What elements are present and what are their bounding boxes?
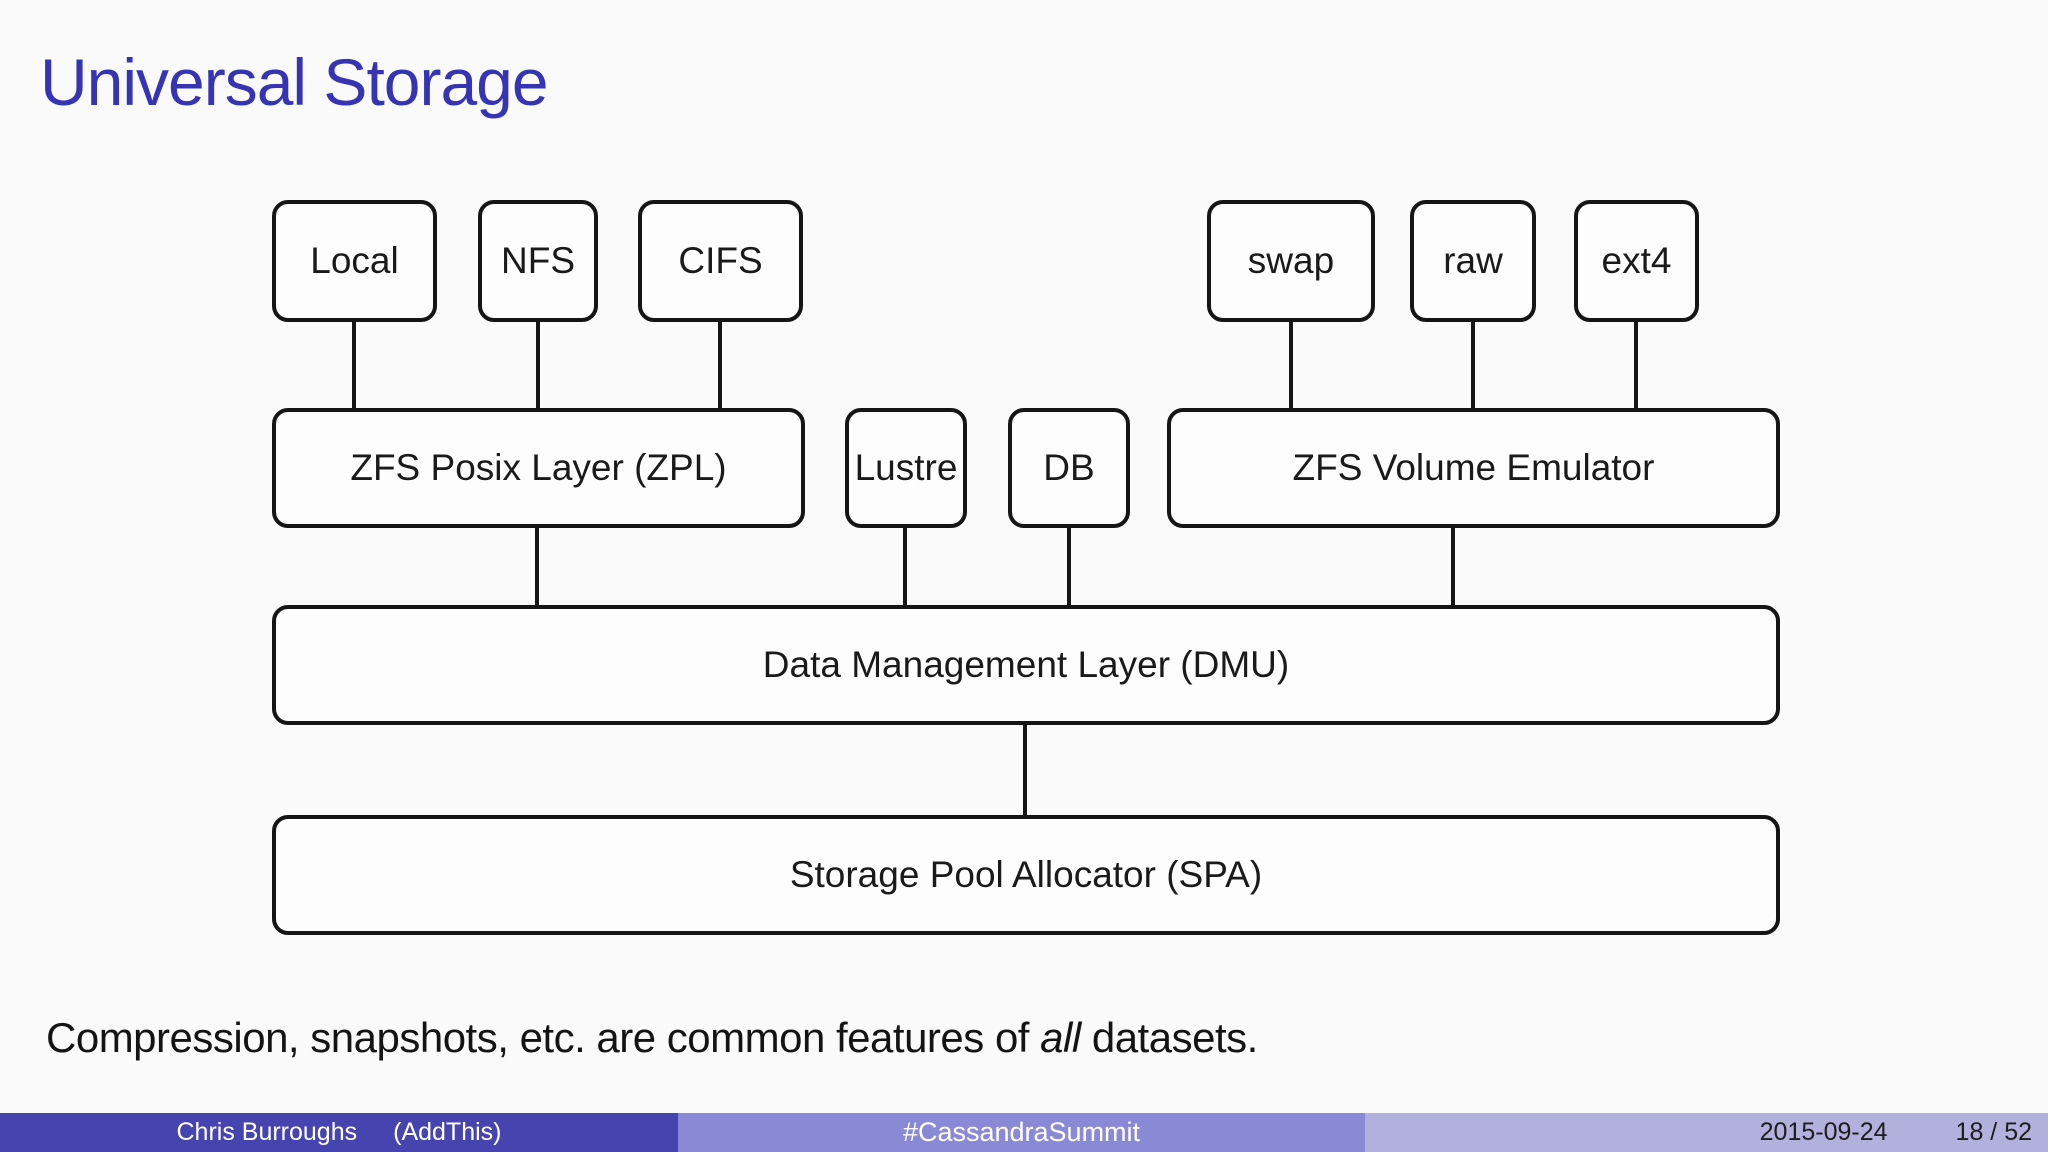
footer-meta-segment: 2015-09-24 18 / 52 [1365,1113,2048,1152]
footer-event-hashtag: #CassandraSummit [902,1117,1141,1147]
connector-swap-zve [1289,316,1293,412]
footer-page-number: 18 / 52 [1955,1118,2032,1146]
footer-bar: Chris Burroughs (AddThis) #CassandraSumm… [0,1113,2048,1152]
diagram-box-nfs: NFS [478,200,598,322]
diagram-box-storage-pool-allocator: Storage Pool Allocator (SPA) [272,815,1780,935]
diagram-box-db: DB [1008,408,1130,528]
footer-author-segment: Chris Burroughs (AddThis) [0,1113,678,1152]
footer-event-segment: #CassandraSummit [678,1113,1365,1152]
diagram-box-data-management-layer: Data Management Layer (DMU) [272,605,1780,725]
slide-note: Compression, snapshots, etc. are common … [46,1014,1258,1062]
connector-db-dmu [1067,522,1071,612]
note-text-emphasis: all [1040,1014,1081,1061]
connector-lustre-dmu [903,522,907,612]
diagram-box-swap: swap [1207,200,1375,322]
connector-raw-zve [1471,316,1475,412]
diagram-box-zfs-volume-emulator: ZFS Volume Emulator [1167,408,1780,528]
connector-local-zpl [352,316,356,412]
connector-zpl-dmu [535,522,539,612]
footer-date: 2015-09-24 [1759,1118,1888,1146]
note-text-after: datasets. [1080,1014,1258,1061]
connector-dmu-spa [1023,721,1027,821]
slide-title: Universal Storage [40,45,549,119]
footer-author: Chris Burroughs [176,1118,358,1146]
diagram-box-local: Local [272,200,437,322]
diagram-box-ext4: ext4 [1574,200,1699,322]
connector-nfs-zpl [536,316,540,412]
diagram-box-raw: raw [1410,200,1536,322]
note-text-before: Compression, snapshots, etc. are common … [46,1014,1041,1061]
connector-cifs-zpl [718,316,722,412]
connector-zve-dmu [1451,522,1455,612]
diagram-box-lustre: Lustre [845,408,967,528]
connector-ext4-zve [1634,316,1638,412]
diagram-box-zfs-posix-layer: ZFS Posix Layer (ZPL) [272,408,805,528]
footer-affiliation: (AddThis) [393,1118,502,1146]
diagram-box-cifs: CIFS [638,200,803,322]
